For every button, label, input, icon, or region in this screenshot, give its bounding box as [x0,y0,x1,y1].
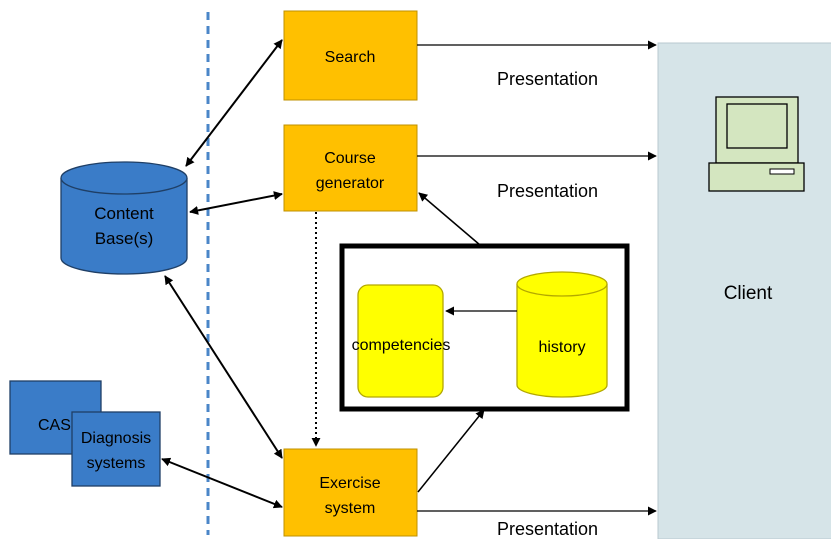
presentation-label-bottom: Presentation [497,519,598,539]
client-label: Client [724,283,773,304]
history-database: history [516,271,608,398]
search-label: Search [325,49,376,66]
exercise-system-label-line1: Exercise [319,475,380,492]
learner-model-frame [339,243,630,412]
course-generator-module: Course generator [283,124,418,212]
arrow-contentbase-search [185,39,283,167]
competencies-box: competencies [352,284,451,398]
exercise-system-label-line2: system [325,500,376,517]
search-module: Search [283,10,418,101]
arrow-contentbase-exercise [164,275,283,459]
content-base-label-line1: Content [94,204,154,223]
connectors [161,39,657,516]
computer-icon [708,96,805,192]
presentation-label-top: Presentation [497,69,598,89]
presentation-label-mid: Presentation [497,181,598,201]
content-base-database: Content Base(s) [60,161,188,275]
history-label: history [538,339,585,356]
diagnosis-systems-box: Diagnosis systems [71,411,161,487]
arrow-diagnosis-exercise [161,457,283,509]
diagnosis-label-line1: Diagnosis [81,430,151,447]
course-generator-label-line2: generator [316,175,385,192]
course-generator-label-line1: Course [324,150,376,167]
diagnosis-label-line2: systems [87,455,146,472]
arrow-learnermodel-coursegen [418,192,481,246]
cas-label: CAS [38,417,71,434]
exercise-system-module: Exercise system [283,448,418,537]
arrow-contentbase-coursegen [189,191,283,215]
competencies-label: competencies [352,337,451,354]
arrow-exercise-learnermodel [417,409,485,493]
content-base-label-line2: Base(s) [95,229,154,248]
